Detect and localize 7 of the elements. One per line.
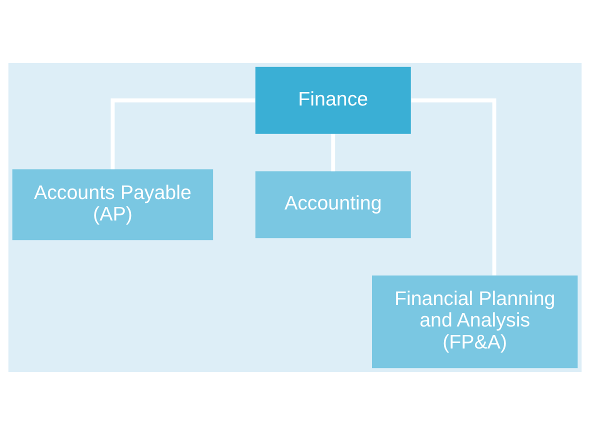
node-box: Financial Planning and Analysis (FP&A) — [372, 276, 578, 368]
node-box: Finance — [255, 66, 411, 134]
node-box: Accounts Payable (AP) — [12, 169, 214, 240]
connector — [110, 98, 256, 170]
connector — [411, 98, 496, 276]
connector — [331, 134, 336, 172]
node-box: Accounting — [255, 171, 411, 238]
